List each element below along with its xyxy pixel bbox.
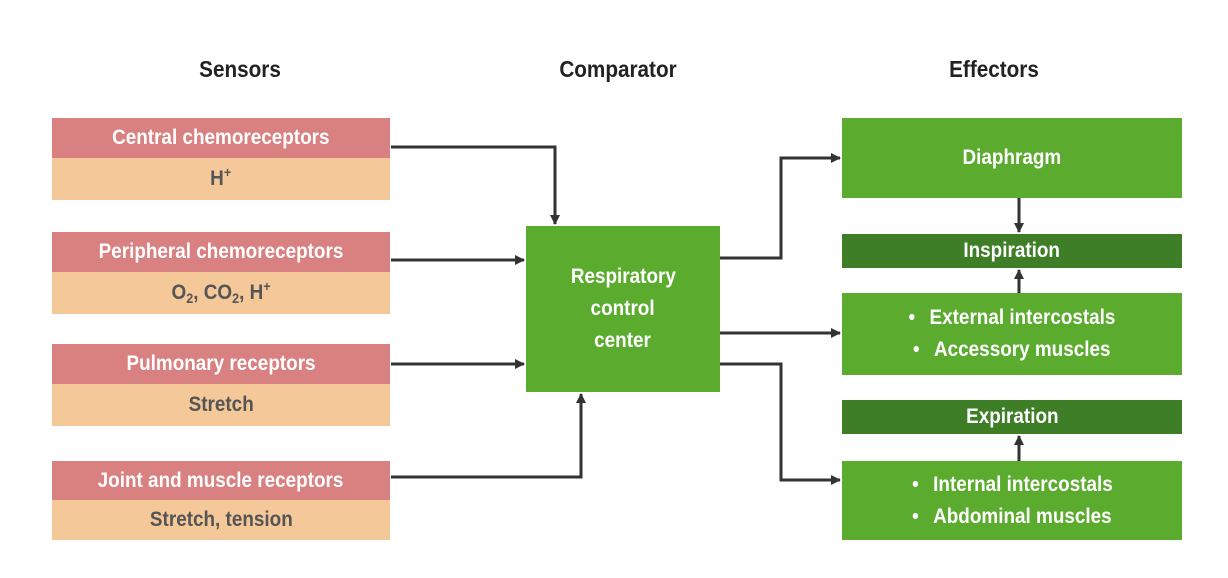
comparator-line-3: center xyxy=(594,329,652,352)
sensor-name-label: Joint and muscle receptors xyxy=(98,468,344,492)
muscle-label: Internal intercostals xyxy=(932,472,1113,496)
sensor-name-label: Central chemoreceptors xyxy=(112,126,330,149)
effector-diaphragm: Diaphragm xyxy=(842,118,1182,198)
list-item: • Accessory muscles xyxy=(902,334,1122,366)
bullet-icon: • xyxy=(913,338,920,361)
sensor-pulmonary-stimulus: Stretch xyxy=(52,384,390,426)
list-item: • Internal intercostals xyxy=(901,469,1124,501)
list-item: • Abdominal muscles xyxy=(901,501,1123,533)
effectors-header: Effectors xyxy=(949,56,1039,82)
comparator-line-2: control xyxy=(590,297,656,320)
sensor-pulmonary-receptors: Pulmonary receptors xyxy=(52,344,390,384)
list-item: • External intercostals xyxy=(897,302,1127,334)
sensors-header: Sensors xyxy=(199,56,281,82)
sensor-peripheral-stimulus: O2, CO2, H+ xyxy=(52,272,390,314)
sensor-joint-muscle-receptors: Joint and muscle receptors xyxy=(52,461,390,500)
arrow-center-to-diaphragm xyxy=(720,153,841,260)
expiration-label: Expiration xyxy=(965,405,1059,428)
arrow-center-to-expiratory-muscles xyxy=(720,362,841,485)
effector-expiratory-muscles: • Internal intercostals • Abdominal muscle… xyxy=(842,461,1182,540)
sensor-name-label: Pulmonary receptors xyxy=(126,352,316,375)
inspiration-label: Inspiration xyxy=(963,239,1061,262)
respiratory-control-center: Respiratory control center xyxy=(526,226,720,392)
comparator-line-1: Respiratory xyxy=(570,265,676,288)
effector-inspiratory-muscles: • External intercostals • Accessory muscle… xyxy=(842,293,1182,375)
muscle-label: Accessory muscles xyxy=(934,338,1111,361)
sensor-central-chemoreceptors: Central chemoreceptors xyxy=(52,118,390,158)
sensor-name-label: Peripheral chemoreceptors xyxy=(98,240,344,263)
stimulus-label: Stretch xyxy=(188,393,254,416)
diaphragm-label: Diaphragm xyxy=(962,146,1062,169)
bullet-icon: • xyxy=(912,504,919,528)
phase-inspiration: Inspiration xyxy=(842,234,1182,268)
comparator-header: Comparator xyxy=(559,56,677,82)
sensor-peripheral-chemoreceptors: Peripheral chemoreceptors xyxy=(52,232,390,272)
muscle-label: Abdominal muscles xyxy=(933,504,1112,528)
bullet-icon: • xyxy=(911,472,919,496)
muscle-label: External intercostals xyxy=(929,306,1116,329)
stimulus-label: Stretch, tension xyxy=(149,508,293,531)
sensor-central-stimulus: H+ xyxy=(52,158,390,200)
bullet-icon: • xyxy=(908,306,916,329)
phase-expiration: Expiration xyxy=(842,400,1182,434)
arrow-joint-to-center xyxy=(391,393,586,479)
arrow-central-to-center xyxy=(391,145,560,225)
sensor-joint-muscle-stimulus: Stretch, tension xyxy=(52,500,390,540)
stimulus-label: H+ xyxy=(210,164,232,190)
stimulus-label: O2, CO2, H+ xyxy=(171,278,271,306)
